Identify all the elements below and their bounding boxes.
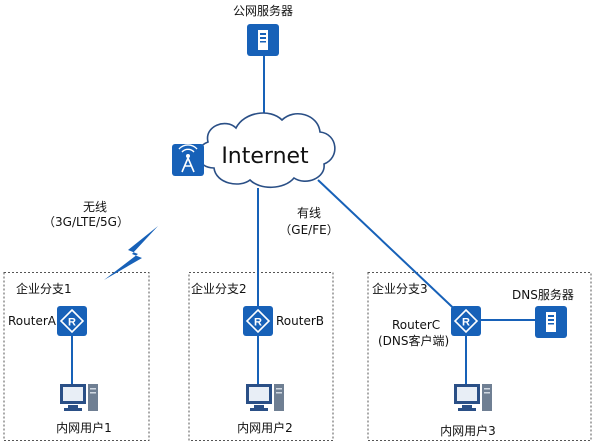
router-a-label: RouterA	[8, 314, 56, 328]
dns-server-label: DNS服务器	[512, 288, 574, 302]
public-server-label: 公网服务器	[232, 4, 294, 18]
internet-cloud	[197, 112, 336, 189]
pc-user1-icon	[60, 384, 98, 411]
user-2-label: 内网用户2	[237, 421, 293, 435]
wired-label-line2: （GE/FE）	[279, 223, 339, 237]
branch-3-box	[367, 272, 592, 441]
svg-text:R: R	[254, 317, 262, 329]
user-3-label: 内网用户3	[440, 424, 496, 438]
link-internet-routerc	[317, 179, 467, 321]
branch-2-title: 企业分支2	[191, 282, 247, 296]
router-c-label: RouterC	[392, 318, 441, 332]
router-c-sublabel: (DNS客户端)	[378, 334, 450, 348]
router-c-icon: R	[451, 306, 481, 336]
internet-label: Internet	[221, 144, 309, 169]
router-b-label: RouterB	[276, 314, 324, 328]
branch-2-box	[188, 272, 334, 441]
user-1-label: 内网用户1	[56, 421, 112, 435]
wireless-label-line2: （3G/LTE/5G）	[43, 215, 129, 229]
public-server-icon	[247, 24, 279, 56]
dns-server-icon	[535, 306, 567, 338]
branch-1-box	[3, 272, 150, 441]
wireless-gateway-icon	[172, 144, 204, 176]
router-a-icon: R	[57, 306, 87, 336]
branch-1-title: 企业分支1	[16, 282, 72, 296]
branch-3-title: 企业分支3	[372, 282, 428, 296]
pc-user2-icon	[246, 384, 284, 411]
wireless-label-line1: 无线	[82, 200, 108, 214]
svg-text:R: R	[462, 317, 470, 329]
wireless-bolt-icon	[104, 226, 158, 280]
svg-text:R: R	[68, 317, 76, 329]
pc-user3-icon	[454, 384, 492, 411]
wired-label-line1: 有线	[296, 206, 322, 220]
router-b-icon: R	[243, 306, 273, 336]
